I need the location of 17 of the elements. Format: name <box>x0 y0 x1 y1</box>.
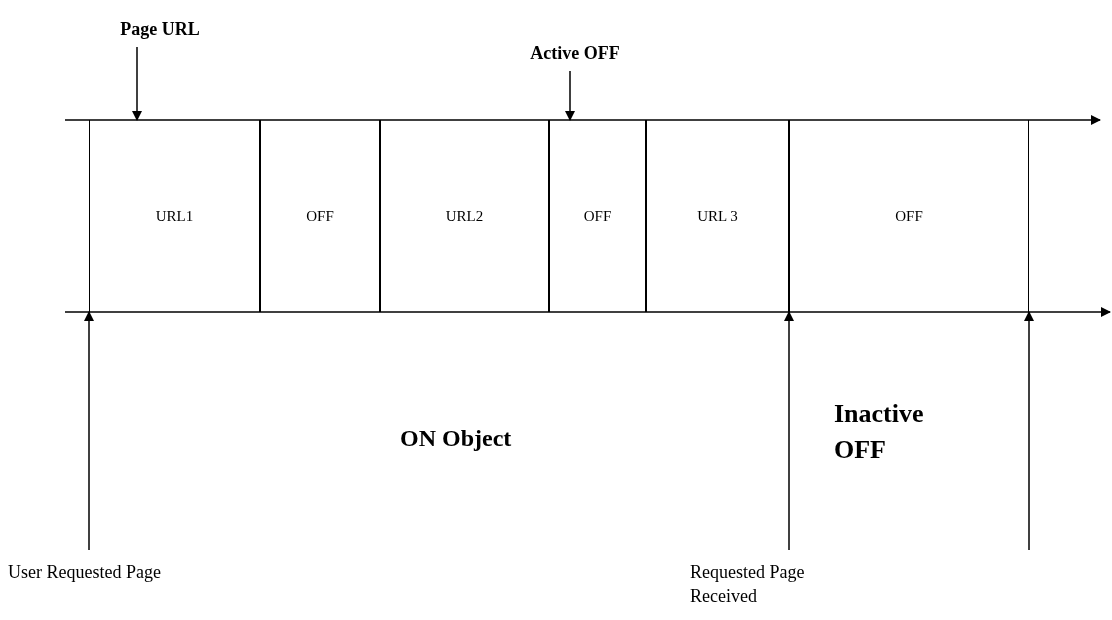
time-segment: OFF <box>789 120 1029 312</box>
arrow <box>1024 311 1034 551</box>
arrow <box>565 70 575 121</box>
time-segment: URL 3 <box>646 120 789 312</box>
region-label: ON Object <box>400 424 512 453</box>
arrow <box>132 46 142 121</box>
time-segment: URL2 <box>380 120 549 312</box>
event-label: Active OFF <box>515 40 635 66</box>
region-label: Inactive OFF <box>834 398 925 466</box>
time-segment: URL1 <box>89 120 260 312</box>
event-note: Requested Page Received <box>690 560 870 610</box>
event-label: Page URL <box>100 16 220 42</box>
arrow <box>784 311 794 551</box>
time-segment: OFF <box>260 120 380 312</box>
arrow <box>84 311 94 551</box>
time-segment: OFF <box>549 120 646 312</box>
event-note: User Requested Page <box>8 560 188 610</box>
